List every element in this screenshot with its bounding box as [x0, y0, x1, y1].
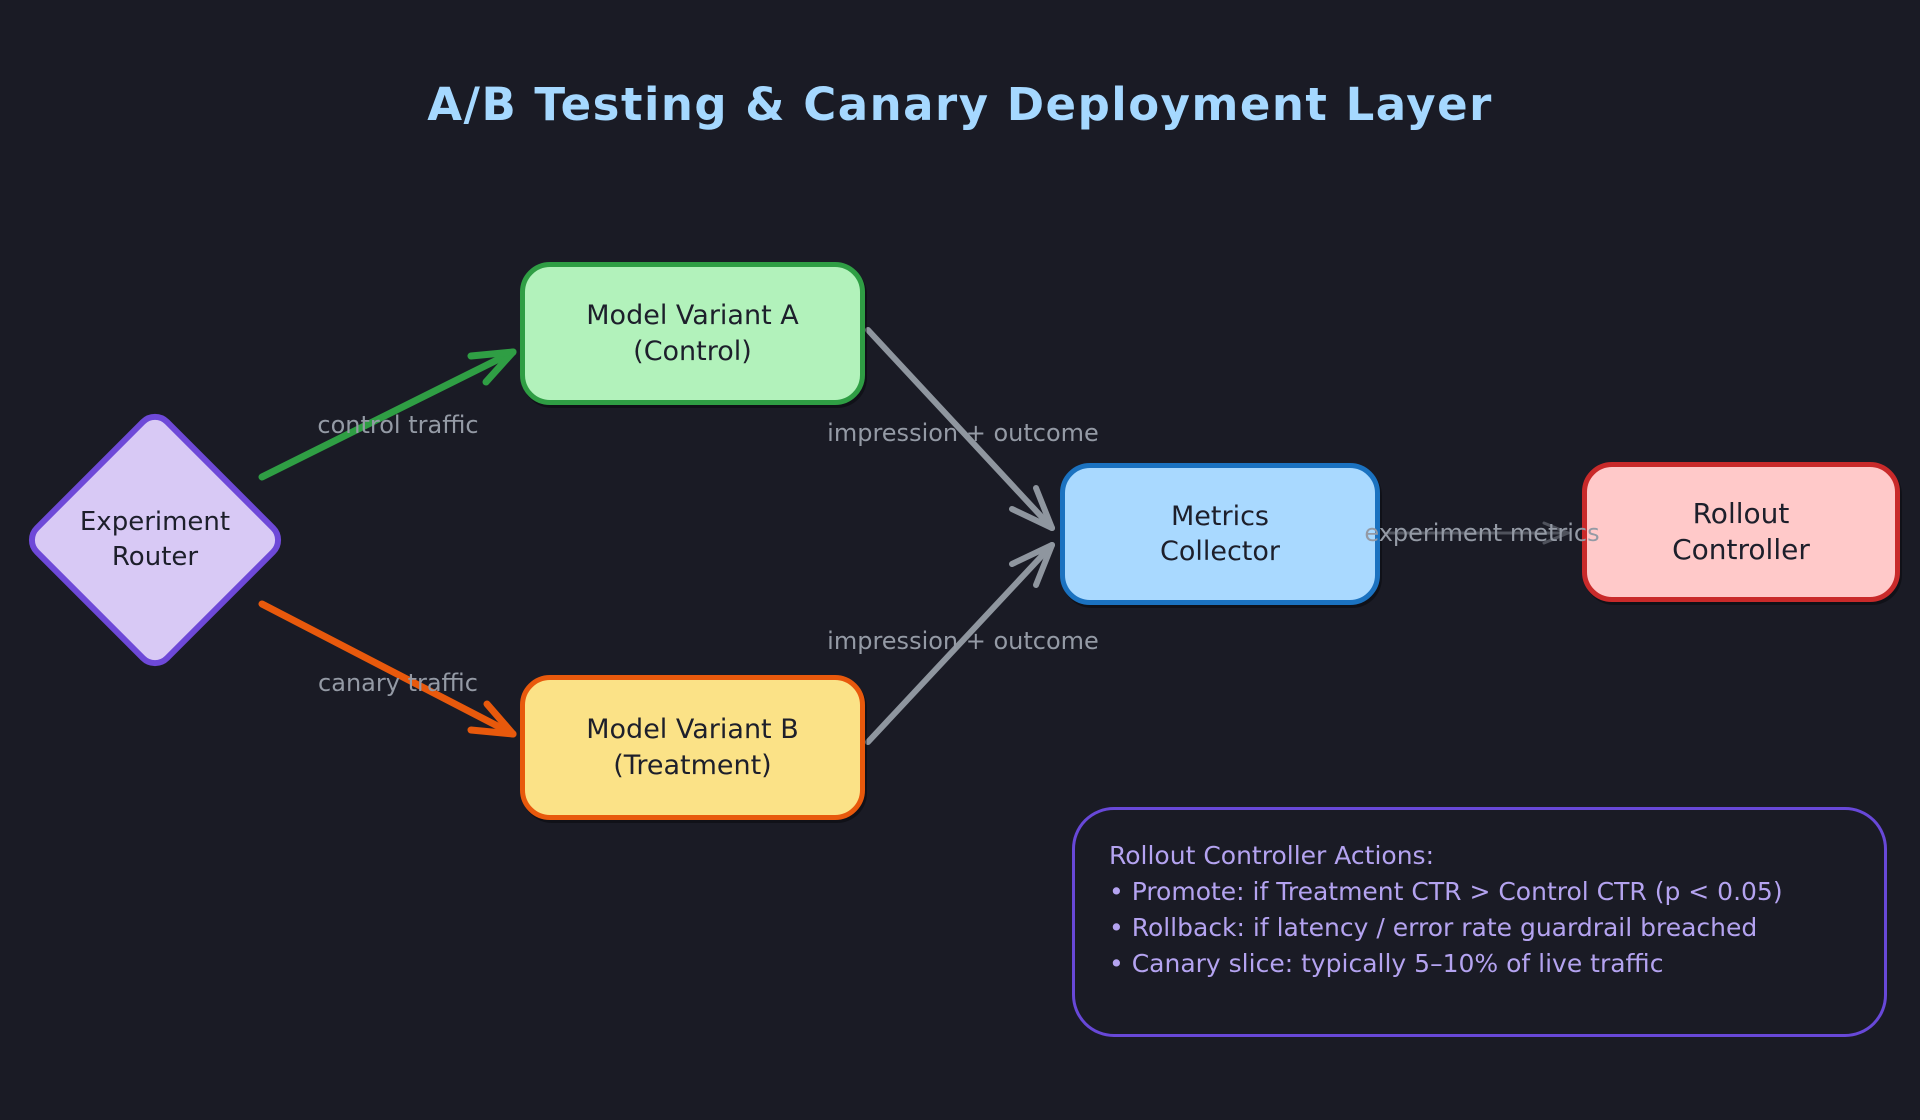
control-traffic-line	[258, 348, 517, 481]
edge-label-impression-outcome-a: impression + outcome	[827, 419, 1099, 447]
note-heading: Rollout Controller Actions:	[1109, 841, 1434, 870]
edge-label-experiment-metrics: experiment metrics	[1364, 519, 1600, 547]
edge-label-control-traffic: control traffic	[317, 411, 479, 439]
experiment-metrics-arrowhead	[1542, 521, 1570, 535]
impression-outcome-b-arrowhead	[1033, 542, 1055, 588]
canary-traffic-line	[258, 600, 517, 738]
node-model-variant-a: Model Variant A (Control)	[520, 262, 865, 405]
impression-outcome-a-line	[865, 327, 1055, 531]
node-rollout-controller: Rollout Controller	[1582, 462, 1900, 602]
impression-outcome-a-arrowhead	[1033, 485, 1055, 531]
impression-outcome-b-line	[865, 542, 1055, 745]
note-bullet-rollback: • Rollback: if latency / error rate guar…	[1109, 913, 1758, 942]
experiment-metrics-arrowhead	[1542, 531, 1570, 545]
impression-outcome-a-arrowhead	[1009, 506, 1055, 531]
note-bullet-canary-slice: • Canary slice: typically 5–10% of live …	[1109, 949, 1664, 978]
impression-outcome-b-arrow	[865, 542, 1055, 745]
impression-outcome-a-arrow	[865, 327, 1055, 531]
impression-outcome-b-arrowhead	[1009, 542, 1055, 567]
canary-traffic-arrowhead	[467, 726, 517, 738]
control-traffic-arrow	[258, 348, 517, 481]
node-model-variant-b: Model Variant B (Treatment)	[520, 675, 865, 820]
diagram-title: A/B Testing & Canary Deployment Layer	[427, 78, 1493, 131]
node-experiment-router: Experiment Router	[79, 506, 231, 572]
experiment-metrics-arrow	[1386, 521, 1570, 545]
control-traffic-arrowhead	[467, 348, 517, 360]
rollout-actions-note: Rollout Controller Actions: • Promote: i…	[1072, 807, 1887, 1037]
node-metrics-collector: Metrics Collector	[1060, 463, 1380, 605]
note-bullet-promote: • Promote: if Treatment CTR > Control CT…	[1109, 877, 1783, 906]
canary-traffic-arrow	[258, 600, 517, 738]
edge-label-impression-outcome-b: impression + outcome	[827, 627, 1099, 655]
edge-label-canary-traffic: canary traffic	[318, 669, 478, 697]
canary-traffic-arrowhead	[483, 700, 517, 738]
control-traffic-arrowhead	[482, 348, 517, 386]
